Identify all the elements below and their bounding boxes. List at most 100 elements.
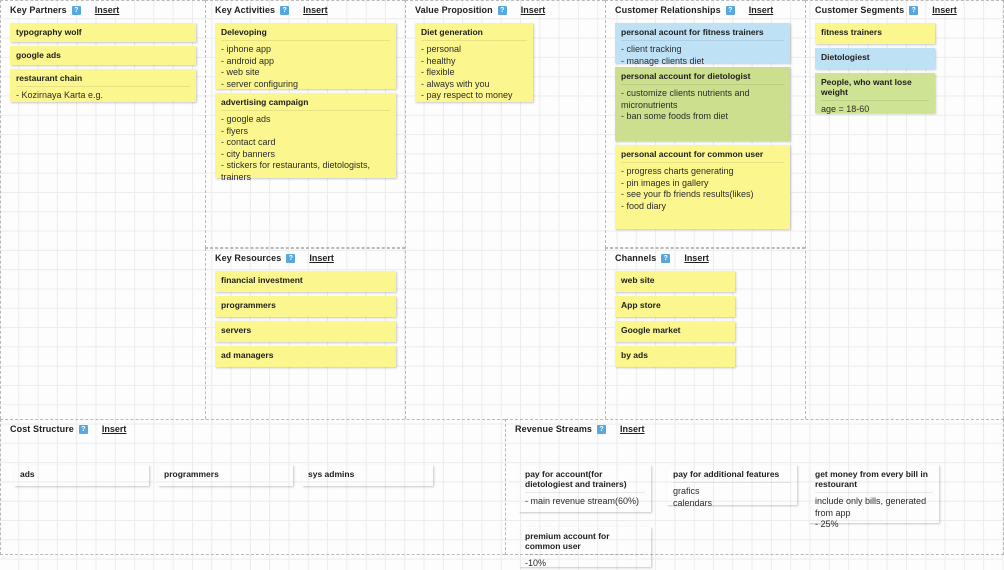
card[interactable]: typography wolf xyxy=(10,23,196,42)
card-body: - customize clients nutrients and micron… xyxy=(621,84,784,123)
card[interactable]: fitness trainers xyxy=(815,23,935,44)
card[interactable]: sys admins xyxy=(302,465,433,486)
card-body: - client tracking - manage clients diet xyxy=(621,40,784,67)
card-title: programmers xyxy=(164,469,219,479)
panel-channels[interactable]: Channels ? Insert web site App store Goo… xyxy=(605,248,805,419)
insert-link-customer-segments[interactable]: Insert xyxy=(932,5,957,15)
card-title: restaurant chain xyxy=(16,73,83,83)
card[interactable]: premium account for common user -10% xyxy=(519,527,651,568)
card[interactable]: ad managers xyxy=(215,346,396,367)
card[interactable]: ads xyxy=(14,465,149,486)
help-icon[interactable]: ? xyxy=(661,253,671,263)
card-list-key-activities: Delevoping - iphone app - android app - … xyxy=(215,23,396,243)
card[interactable]: by ads xyxy=(615,346,735,367)
card-title: Delevoping xyxy=(221,27,267,37)
panel-header-customer-segments: Customer Segments ? Insert xyxy=(815,5,957,15)
card[interactable]: google ads xyxy=(10,46,196,65)
card-title: personal account for common user xyxy=(621,149,764,159)
panel-header-cost-structure: Cost Structure ? Insert xyxy=(10,424,126,434)
card[interactable]: restaurant chain - Kozirnaya Karta e.g. xyxy=(10,69,196,102)
help-icon[interactable]: ? xyxy=(71,5,81,15)
panel-title-key-partners: Key Partners xyxy=(10,5,67,15)
card[interactable]: programmers xyxy=(158,465,293,486)
card[interactable]: pay for additional features grafics cale… xyxy=(667,465,797,508)
card[interactable]: App store xyxy=(615,296,735,317)
card-list-customer-relationships: personal acount for fitness trainers - c… xyxy=(615,23,790,243)
panel-title-key-resources: Key Resources xyxy=(215,253,282,263)
insert-link-revenue-streams[interactable]: Insert xyxy=(620,424,645,434)
card[interactable]: personal account for dietologist - custo… xyxy=(615,67,790,141)
panel-cost-structure[interactable]: Cost Structure ? Insert ads programmers … xyxy=(0,419,505,555)
card[interactable]: Diet generation - personal - healthy - f… xyxy=(415,23,533,102)
card[interactable]: Google market xyxy=(615,321,735,342)
card-title: web site xyxy=(621,275,655,285)
panel-key-partners[interactable]: Key Partners ? Insert typography wolf go… xyxy=(0,0,205,419)
card-title: personal acount for fitness trainers xyxy=(621,27,764,37)
help-icon[interactable]: ? xyxy=(497,5,507,15)
card-title: ads xyxy=(20,469,35,479)
panel-header-key-activities: Key Activities ? Insert xyxy=(215,5,328,15)
card[interactable]: servers xyxy=(215,321,396,342)
card-list-channels: web site App store Google market by ads xyxy=(615,271,735,415)
help-icon[interactable]: ? xyxy=(280,5,290,15)
card-title: servers xyxy=(221,325,252,335)
card-body: age = 18-60 xyxy=(821,100,929,116)
insert-link-channels[interactable]: Insert xyxy=(684,253,709,263)
help-icon[interactable]: ? xyxy=(725,5,735,15)
card-title: ad managers xyxy=(221,350,274,360)
panel-customer-relationships[interactable]: Customer Relationships ? Insert personal… xyxy=(605,0,805,248)
card-title: google ads xyxy=(16,50,61,60)
card-title: personal account for dietologist xyxy=(621,71,751,81)
card[interactable]: Dietologiest xyxy=(815,48,935,69)
card-title: Google market xyxy=(621,325,681,335)
card[interactable]: web site xyxy=(615,271,735,292)
card[interactable]: Delevoping - iphone app - android app - … xyxy=(215,23,396,89)
panel-customer-segments[interactable]: Customer Segments ? Insert fitness train… xyxy=(805,0,1004,419)
panel-header-value-proposition: Value Proposition ? Insert xyxy=(415,5,545,15)
card[interactable]: personal acount for fitness trainers - c… xyxy=(615,23,790,66)
insert-link-value-proposition[interactable]: Insert xyxy=(520,5,546,15)
card-title: pay for account(for dietologiest and tra… xyxy=(525,469,627,489)
card-list-value-proposition: Diet generation - personal - healthy - f… xyxy=(415,23,533,415)
card-list-customer-segments: fitness trainers Dietologiest People, wh… xyxy=(815,23,935,415)
card[interactable]: get money from every bill in restourant … xyxy=(809,465,939,529)
card-body: - main revenue stream(60%) xyxy=(525,492,645,508)
panel-header-customer-relationships: Customer Relationships ? Insert xyxy=(615,5,773,15)
card-list-key-partners: typography wolf google ads restaurant ch… xyxy=(10,23,196,415)
card-list-cost-structure: ads programmers sys admins xyxy=(10,442,496,550)
insert-link-cost-structure[interactable]: Insert xyxy=(101,424,127,434)
insert-link-key-partners[interactable]: Insert xyxy=(94,5,120,15)
card[interactable]: pay for account(for dietologiest and tra… xyxy=(519,465,651,512)
help-icon[interactable]: ? xyxy=(286,253,296,263)
card-list-revenue-streams: pay for account(for dietologiest and tra… xyxy=(515,442,994,568)
panel-title-cost-structure: Cost Structure xyxy=(10,424,74,434)
panel-key-activities[interactable]: Key Activities ? Insert Delevoping - iph… xyxy=(205,0,405,248)
card[interactable]: personal account for common user - progr… xyxy=(615,145,790,229)
card[interactable]: People, who want lose weight age = 18-60 xyxy=(815,73,935,116)
insert-link-key-resources[interactable]: Insert xyxy=(309,253,334,263)
panel-title-customer-relationships: Customer Relationships xyxy=(615,5,721,15)
panel-key-resources[interactable]: Key Resources ? Insert financial investm… xyxy=(205,248,405,419)
card-title: premium account for common user xyxy=(525,531,610,551)
panel-revenue-streams[interactable]: Revenue Streams ? Insert pay for account… xyxy=(505,419,1004,568)
card[interactable]: financial investment xyxy=(215,271,396,292)
insert-link-key-activities[interactable]: Insert xyxy=(303,5,328,15)
card-title: fitness trainers xyxy=(821,27,882,37)
card-body: - google ads - flyers - contact card - c… xyxy=(221,110,390,183)
insert-link-customer-relationships[interactable]: Insert xyxy=(748,5,774,15)
panel-title-revenue-streams: Revenue Streams xyxy=(515,424,593,434)
card[interactable]: advertising campaign - google ads - flye… xyxy=(215,93,396,182)
panel-header-key-resources: Key Resources ? Insert xyxy=(215,253,334,263)
card-title: financial investment xyxy=(221,275,303,285)
help-icon[interactable]: ? xyxy=(78,424,88,434)
panel-header-channels: Channels ? Insert xyxy=(615,253,709,263)
card-title: Dietologiest xyxy=(821,52,870,62)
card-list-key-resources: financial investment programmers servers… xyxy=(215,271,396,415)
card-title: typography wolf xyxy=(16,27,82,37)
card[interactable]: programmers xyxy=(215,296,396,317)
panel-value-proposition[interactable]: Value Proposition ? Insert Diet generati… xyxy=(405,0,605,419)
help-icon[interactable]: ? xyxy=(909,5,919,15)
card-title: App store xyxy=(621,300,661,310)
card-body: - Kozirnaya Karta e.g. xyxy=(16,86,190,102)
help-icon[interactable]: ? xyxy=(597,424,607,434)
